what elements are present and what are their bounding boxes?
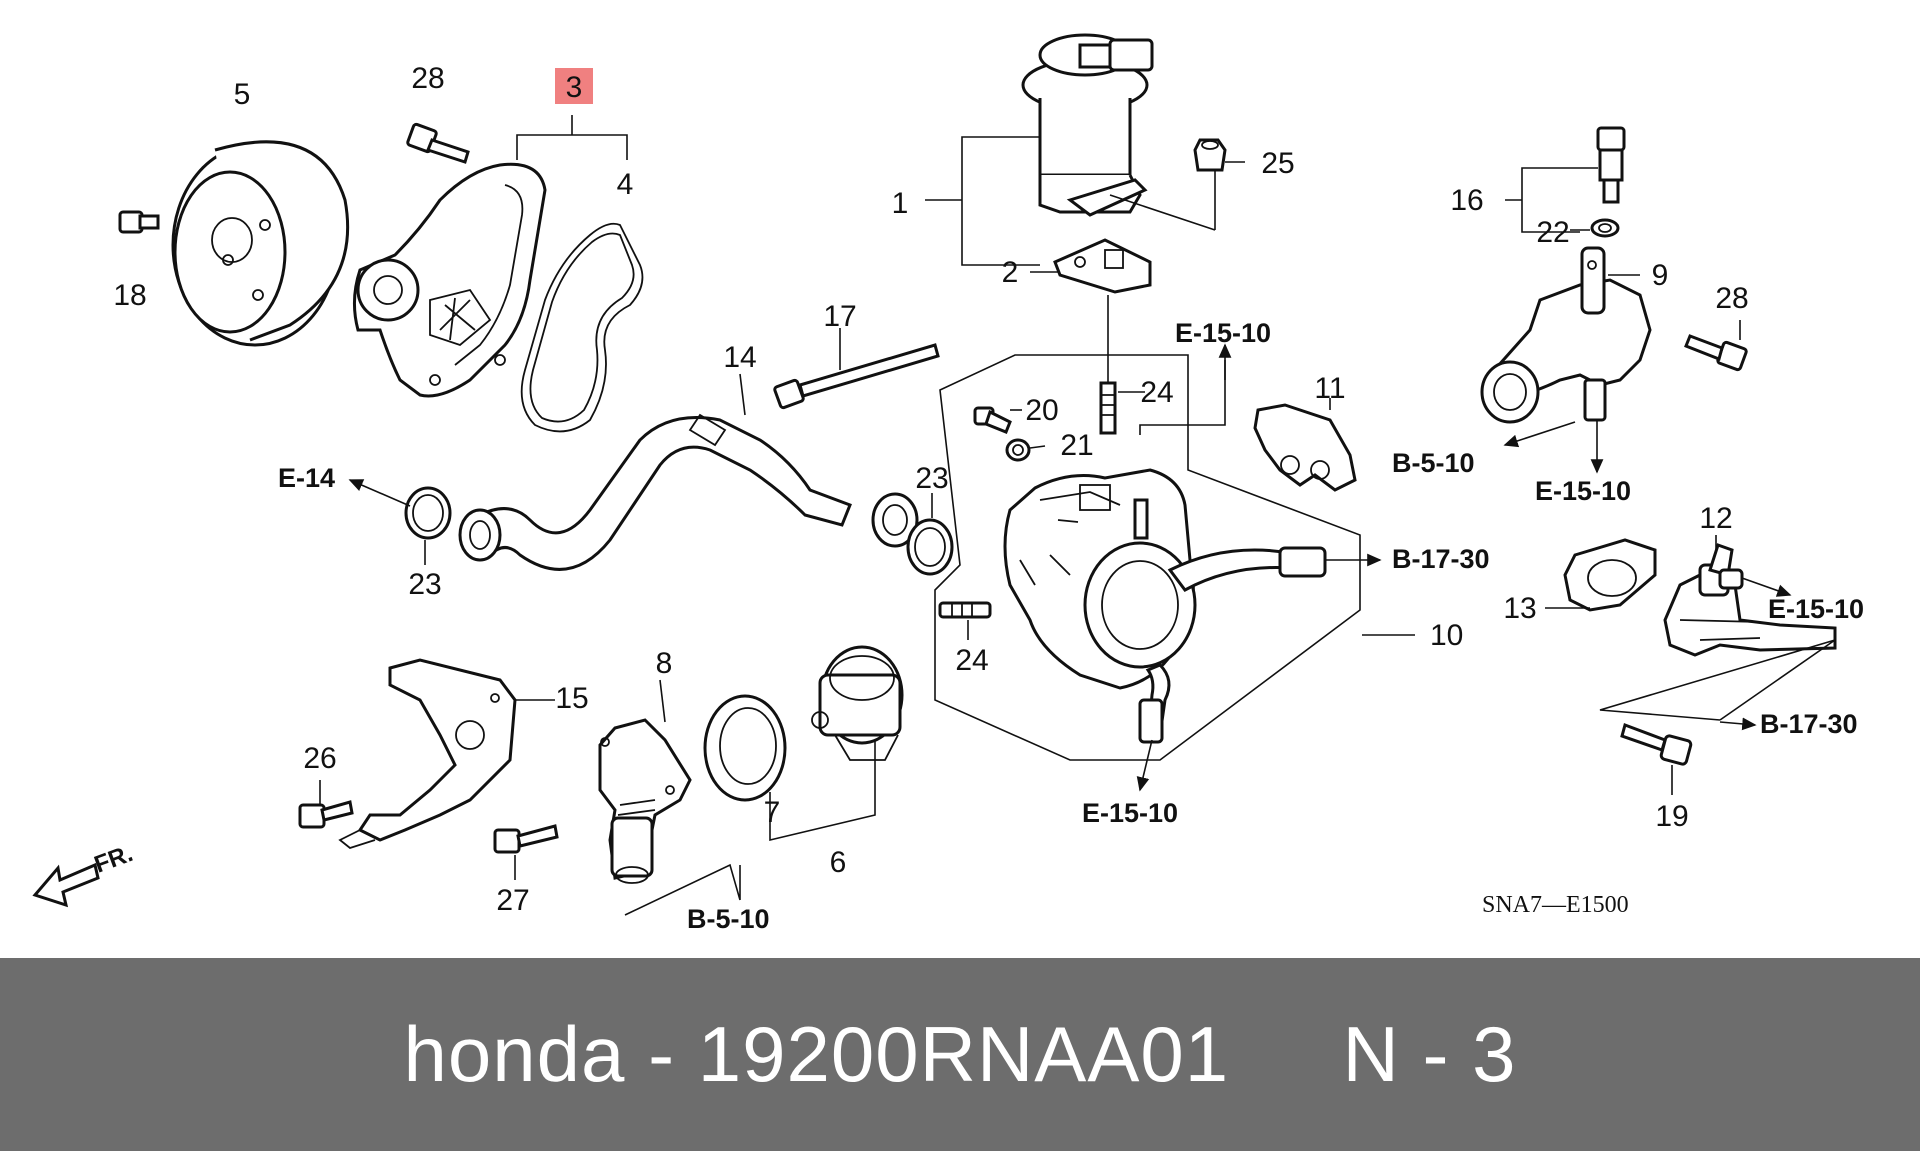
callout-1: 1 xyxy=(892,187,909,220)
callout-23-left: 23 xyxy=(408,568,441,601)
callout-28-right: 28 xyxy=(1715,282,1748,315)
leader-3 xyxy=(516,115,628,160)
leader-1-bracket xyxy=(925,136,1040,266)
leader-b510-bottom xyxy=(624,863,741,916)
ref-e1510-top: E-15-10 xyxy=(1175,318,1271,348)
water-pump-pulley xyxy=(171,140,350,347)
arrow-e1510-right2 xyxy=(1741,577,1792,597)
bracket-15 xyxy=(338,658,517,850)
nut-25 xyxy=(1193,138,1227,172)
fr-label: FR. xyxy=(91,840,137,879)
callout-20: 20 xyxy=(1025,394,1058,427)
egr-gasket xyxy=(1053,238,1152,294)
bolt-17 xyxy=(773,343,940,410)
callout-24-top: 24 xyxy=(1140,376,1173,409)
ref-b510-bottom: B-5-10 xyxy=(687,904,770,934)
leader-21 xyxy=(1029,445,1046,449)
callout-11: 11 xyxy=(1314,372,1345,405)
bolt-28-top xyxy=(406,122,470,164)
callout-17: 17 xyxy=(823,300,856,333)
callout-4: 4 xyxy=(617,168,634,201)
leader-24-top xyxy=(1107,295,1145,393)
water-pipe-12 xyxy=(1663,543,1837,657)
front-direction-arrow xyxy=(32,862,100,908)
thermostat-housing xyxy=(1003,468,1327,744)
arrow-b1730-right xyxy=(1719,717,1757,731)
sensor-20 xyxy=(973,406,1012,434)
arrow-e14 xyxy=(348,479,411,507)
callout-10: 10 xyxy=(1430,619,1463,652)
leader-14 xyxy=(739,373,746,416)
ref-b1730-right: B-17-30 xyxy=(1760,709,1858,739)
callout-16: 16 xyxy=(1450,184,1483,217)
arrow-b510-right xyxy=(1503,421,1576,448)
callout-27: 27 xyxy=(496,884,529,917)
callout-14: 14 xyxy=(723,341,756,374)
assembly-box-10 xyxy=(934,354,1361,761)
callout-13: 13 xyxy=(1503,592,1536,625)
leader-16 xyxy=(1505,167,1598,233)
callout-5: 5 xyxy=(234,78,251,111)
sensor-16 xyxy=(1596,126,1626,204)
water-passage-9 xyxy=(1480,246,1652,424)
callout-21: 21 xyxy=(1060,429,1093,462)
water-hose-14 xyxy=(458,413,919,571)
callout-26: 26 xyxy=(303,742,336,775)
callout-22: 22 xyxy=(1536,216,1569,249)
seal-7 xyxy=(703,694,787,802)
callout-18: 18 xyxy=(113,279,146,312)
gasket-13 xyxy=(1563,538,1657,612)
callout-28-top: 28 xyxy=(411,62,444,95)
callout-15: 15 xyxy=(555,682,588,715)
arrow-e1510-bottom xyxy=(1136,739,1153,792)
stud-24-lower xyxy=(938,601,992,619)
footer-bar: honda - 19200RNAA01 N - 3 xyxy=(0,958,1920,1151)
callout-19: 19 xyxy=(1655,800,1688,833)
gasket-plate-11 xyxy=(1253,403,1357,492)
diagram-code: SNA7—E1500 xyxy=(1482,892,1629,918)
washer-21 xyxy=(1005,438,1031,462)
oring-23-left xyxy=(404,486,452,540)
ref-e1510-bottom: E-15-10 xyxy=(1082,798,1178,828)
part-number-title: honda - 19200RNAA01 N - 3 xyxy=(403,1010,1517,1098)
bolt-28-right xyxy=(1684,334,1748,372)
ref-b510-right: B-5-10 xyxy=(1392,448,1475,478)
water-pump-gasket xyxy=(520,222,644,433)
callout-12: 12 xyxy=(1699,502,1732,535)
callout-6: 6 xyxy=(830,846,847,879)
bolt-27 xyxy=(493,824,559,854)
callout-2: 2 xyxy=(1002,256,1019,289)
leader-6 xyxy=(769,740,876,842)
egr-valve xyxy=(1021,33,1154,217)
bolt-26 xyxy=(298,800,354,829)
callout-23-right: 23 xyxy=(915,462,948,495)
ref-e1510-right2: E-15-10 xyxy=(1768,594,1864,624)
parts-diagram: 3 1 2 4 5 6 7 8 9 10 11 12 13 14 15 16 1… xyxy=(32,33,1864,934)
oring-23-right xyxy=(906,518,954,576)
ref-b1730-mid: B-17-30 xyxy=(1392,544,1490,574)
bolt-19 xyxy=(1620,723,1693,766)
callout-25: 25 xyxy=(1261,147,1294,180)
callout-8: 8 xyxy=(656,647,673,680)
thermostat-6 xyxy=(811,645,904,761)
callout-9: 9 xyxy=(1652,259,1669,292)
bolt-18 xyxy=(118,210,160,234)
water-pump xyxy=(353,162,547,398)
stud-24-top xyxy=(1099,381,1117,435)
callout-24-lower: 24 xyxy=(955,644,988,677)
leader-b1730-right xyxy=(1599,639,1836,721)
callout-3: 3 xyxy=(566,71,583,104)
callout-7: 7 xyxy=(764,796,781,829)
water-outlet-8 xyxy=(598,718,692,884)
ref-e14: E-14 xyxy=(278,463,335,493)
highlight-box-3 xyxy=(555,68,593,104)
leader-25 xyxy=(1109,161,1245,231)
washer-22 xyxy=(1590,218,1620,238)
leader-8 xyxy=(659,679,666,723)
ref-e1510-right: E-15-10 xyxy=(1535,476,1631,506)
